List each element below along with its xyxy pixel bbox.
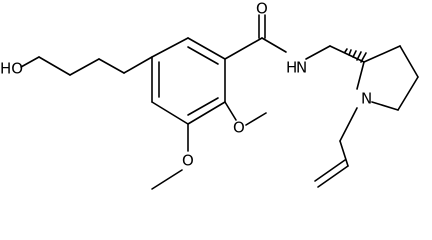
bond-ring-to-ome2 <box>224 101 237 121</box>
bond-ring-5 <box>151 101 189 125</box>
amide-hydrogen-label: H <box>286 59 297 77</box>
methoxy-oxygen-3-label: O <box>182 152 194 170</box>
methoxy-oxygen-2-label: O <box>233 119 245 137</box>
molecule-structure: HO O H N N O O <box>0 0 419 190</box>
carbonyl-oxygen-label: O <box>256 0 268 18</box>
bond-chain-2 <box>69 58 100 76</box>
pyrrolidine-nitrogen-label: N <box>361 90 372 108</box>
bond-ome2-methyl <box>245 112 267 126</box>
bond-pyrrolidine-3 <box>397 76 419 111</box>
bond-ring-to-carbonyl <box>224 37 263 60</box>
bond-pyrrolidine-5 <box>356 61 365 90</box>
bond-pyrrolidine-4 <box>371 101 399 111</box>
stereo-hash-bond <box>344 48 367 63</box>
bond-pyrrolidine-1 <box>363 45 401 63</box>
bond-allyl-1 <box>339 140 349 167</box>
bond-ring-inner-2 <box>187 97 219 116</box>
bond-ho-c1 <box>20 56 40 68</box>
hydroxyl-label: HO <box>0 60 23 78</box>
bond-ring-inner-1 <box>187 46 219 65</box>
bond-chain-to-ring <box>123 56 153 74</box>
bond-allyl-double-a <box>317 165 349 188</box>
bond-n-to-ch2 <box>305 45 331 60</box>
amide-nitrogen-label: N <box>296 59 307 77</box>
bond-ring-4 <box>187 101 226 125</box>
bond-ring-1 <box>151 37 189 58</box>
bond-ch2-to-ring <box>329 45 365 63</box>
bond-carbonyl-to-n <box>261 37 287 53</box>
bond-n-to-allyl <box>339 107 358 142</box>
bond-chain-3 <box>98 58 125 74</box>
bond-chain-1 <box>38 56 71 76</box>
bond-ome3-methyl <box>151 169 183 190</box>
bond-pyrrolidine-2 <box>399 45 419 78</box>
bond-ring-2 <box>187 37 226 60</box>
bond-allyl-double-b <box>314 159 346 182</box>
